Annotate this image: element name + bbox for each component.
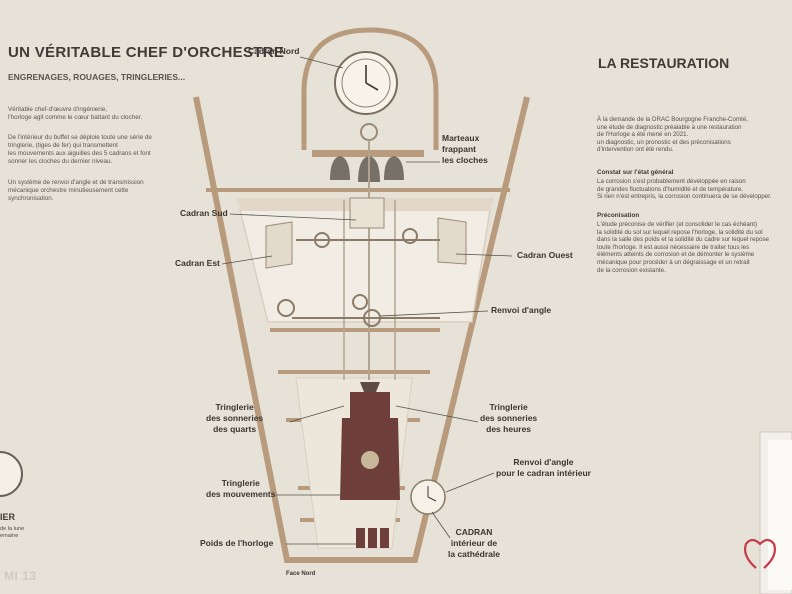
plate-sud [349,197,385,229]
heart-logo [744,538,776,569]
tower-outline [193,96,530,563]
left-paragraph-2: De l'intérieur du buffet se déploie tout… [8,134,152,165]
left-cut-text: de la lune emaine [0,526,25,539]
camera-watermark: MI 13 [4,569,37,583]
label-marteaux: Marteaux frappant les cloches [442,133,488,165]
left-cut-heading: IER [0,512,16,522]
plate-est [265,221,293,269]
label-face-nord: Face Nord [286,571,316,577]
bells [330,156,404,182]
weights [356,528,389,548]
label-tringlerie-quarts: Tringlerie des sonneries des quarts [206,402,264,434]
right-section1-title: Constat sur l'état général [597,169,674,176]
gearwork [277,228,440,327]
right-section1-text: La corrosion s'est probablement développ… [597,178,772,201]
label-renvoi-interieur: Renvoi d'angle pour le cadran intérieur [496,457,591,478]
label-cadran-sud: Cadran Sud [180,208,228,218]
label-cadran-est: Cadran Est [175,258,220,268]
left-panel-subtitle: ENGRENAGES, ROUAGES, TRINGLERIES... [8,72,186,82]
label-cadran-ouest: Cadran Ouest [517,250,573,260]
label-tringlerie-heures: Tringlerie des sonneries des heures [480,402,538,434]
left-paragraph-3: Un système de renvoi d'angle et de trans… [8,179,144,202]
right-panel-title: LA RESTAURATION [598,55,730,71]
clock-case [340,382,400,500]
belfry-arch [301,27,439,150]
label-cadran-nord: Cadran Nord [248,46,300,56]
leader-lines [221,56,513,545]
left-paragraph-1: Véritable chef-d'œuvre d'ingénierie, l'h… [8,106,143,121]
right-intro: À la demande de la DRAC Bourgogne Franch… [597,116,748,154]
clock-face-nord [334,51,398,115]
right-section2-text: L'étude préconise de vérifier (et consol… [597,221,769,274]
right-section2-title: Préconisation [597,212,640,219]
clock-face-interieur [410,479,446,515]
label-tringlerie-mouvements: Tringlerie des mouvements [206,478,276,499]
label-poids: Poids de l'horloge [200,538,274,548]
left-panel-title: UN VÉRITABLE CHEF D'ORCHESTRE [8,44,285,61]
label-cadran-interieur: CADRAN intérieur de la cathédrale [448,527,500,559]
cut-clock-left [0,451,23,497]
label-renvoi-angle: Renvoi d'angle [491,305,552,315]
plate-ouest [437,217,467,265]
